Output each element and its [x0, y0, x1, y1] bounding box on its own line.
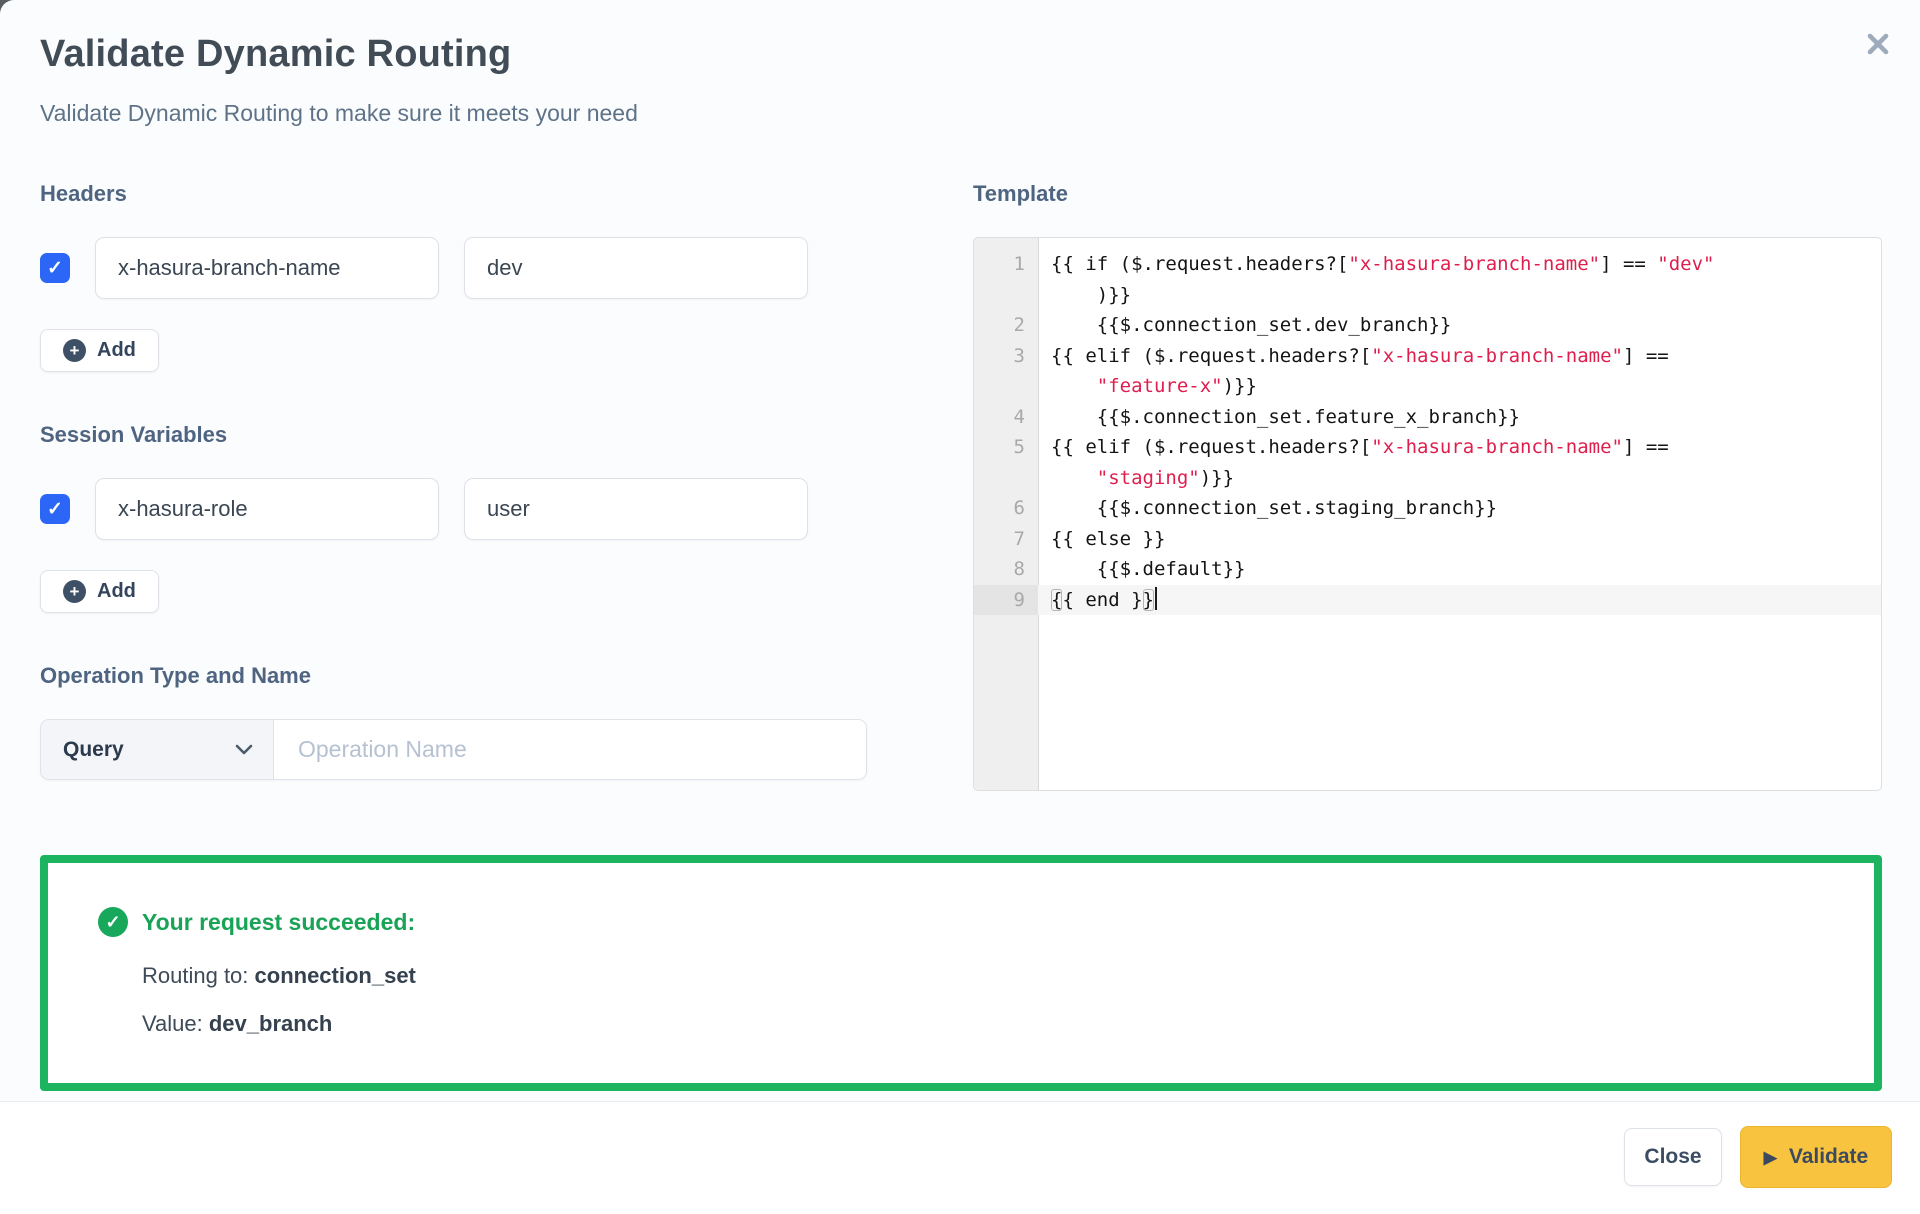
- line-number: [974, 371, 1038, 402]
- page-title: Validate Dynamic Routing: [40, 33, 512, 75]
- modal-subtitle: Validate Dynamic Routing to make sure it…: [40, 100, 638, 126]
- chevron-down-icon: [235, 744, 253, 755]
- operation-type-select[interactable]: Query: [41, 720, 274, 779]
- code-line: {{$.connection_set.staging_branch}}: [1051, 497, 1498, 519]
- validate-button[interactable]: ▶ Validate: [1740, 1126, 1892, 1188]
- routing-label: Routing to:: [142, 963, 255, 988]
- operation-section-label: Operation Type and Name: [40, 663, 311, 688]
- operation-type-value: Query: [63, 737, 124, 761]
- value-value: dev_branch: [208, 1011, 333, 1036]
- code-row: 8 {{$.default}}: [974, 554, 1881, 585]
- checkmark-icon: ✓: [47, 498, 63, 520]
- line-number: 9: [974, 584, 1038, 615]
- operation-name-input[interactable]: [274, 720, 866, 779]
- code-rows: 1 {{ if ($.request.headers?["x-hasura-bra…: [974, 249, 1881, 615]
- success-check-icon: ✓: [98, 907, 128, 937]
- code-line: "feature-x")}}: [1096, 375, 1257, 397]
- code-line: "staging")}}: [1096, 466, 1235, 489]
- line-number: [974, 280, 1038, 311]
- line-number: 1: [1013, 253, 1025, 275]
- operation-input-group: Query: [40, 719, 867, 780]
- inputs-column: Headers ✓ + Add Session Variables ✓: [40, 181, 867, 791]
- validation-result-box: ✓ Your request succeeded: Routing to: co…: [40, 855, 1882, 1091]
- code-row: 2 {{$.connection_set.dev_branch}}: [974, 310, 1881, 341]
- plus-icon: +: [63, 339, 86, 362]
- header-value-input[interactable]: [464, 237, 808, 299]
- add-session-variable-label: Add: [97, 580, 136, 602]
- plus-icon: +: [63, 580, 86, 603]
- text-cursor: [1154, 586, 1157, 610]
- line-number: [974, 463, 1038, 494]
- result-value-line: Value: dev_branch: [98, 1011, 1824, 1037]
- code-line: {{ else }}: [1051, 527, 1166, 550]
- session-variable-enabled-checkbox[interactable]: ✓: [40, 494, 70, 524]
- result-routing-line: Routing to: connection_set: [98, 963, 1824, 989]
- add-session-variable-button[interactable]: + Add: [40, 570, 159, 613]
- code-line: {{ end }}: [1038, 584, 1881, 615]
- code-row: 4 {{$.connection_set.feature_x_branch}}: [974, 402, 1881, 433]
- code-row: 5 {{ elif ($.request.headers?["x-hasura-b…: [974, 432, 1881, 463]
- modal-body: Validate Dynamic Routing Validate Dynami…: [40, 26, 1896, 1091]
- code-line: {{ if ($.request.headers?["x-hasura-bran…: [1051, 253, 1715, 275]
- line-number: 5: [1013, 436, 1025, 458]
- template-column: Template 1 {{ if ($.request.headers?["x-h…: [973, 181, 1882, 791]
- close-x-glyph: [1867, 33, 1889, 55]
- session-variables-section-label: Session Variables: [40, 422, 228, 447]
- code-row: 7 {{ else }}: [974, 524, 1881, 555]
- session-variable-row: ✓: [40, 478, 867, 540]
- code-row: 9{{ end }}: [974, 584, 1881, 615]
- code-row: 3 {{ elif ($.request.headers?["x-hasura-b…: [974, 341, 1881, 372]
- line-number: 6: [1013, 497, 1025, 519]
- value-label: Value:: [142, 1011, 209, 1036]
- line-number: 4: [1013, 405, 1025, 428]
- code-line: {{ elif ($.request.headers?["x-hasura-br…: [1051, 344, 1669, 367]
- session-variable-value-input[interactable]: [464, 478, 808, 540]
- checkmark-icon: ✓: [47, 257, 63, 279]
- line-number: 8: [1013, 558, 1025, 580]
- add-header-label: Add: [97, 339, 136, 361]
- routing-value: connection_set: [254, 963, 416, 988]
- line-number: 7: [1013, 527, 1025, 550]
- header-enabled-checkbox[interactable]: ✓: [40, 253, 70, 283]
- code-line: {{ elif ($.request.headers?["x-hasura-br…: [1051, 436, 1669, 458]
- result-title: Your request succeeded:: [142, 908, 416, 935]
- line-number: 3: [1013, 344, 1025, 367]
- template-code-editor[interactable]: 1 {{ if ($.request.headers?["x-hasura-bra…: [973, 237, 1882, 791]
- close-icon[interactable]: [1860, 26, 1896, 62]
- headers-section-label: Headers: [40, 181, 127, 206]
- code-row: 6 {{$.connection_set.staging_branch}}: [974, 493, 1881, 524]
- add-header-button[interactable]: + Add: [40, 329, 159, 372]
- modal-footer: Close ▶ Validate: [0, 1101, 1920, 1214]
- line-number: 2: [1013, 314, 1025, 336]
- code-row: "feature-x")}}: [974, 371, 1881, 402]
- code-row: "staging")}}: [974, 463, 1881, 494]
- validate-button-label: Validate: [1788, 1145, 1869, 1168]
- header-key-input[interactable]: [95, 237, 439, 299]
- play-icon: ▶: [1763, 1147, 1777, 1167]
- code-line: )}}: [1051, 283, 1132, 306]
- code-line: {{$.default}}: [1051, 558, 1246, 580]
- header-row: ✓: [40, 237, 867, 299]
- session-variable-key-input[interactable]: [95, 478, 439, 540]
- template-section-label: Template: [973, 181, 1068, 206]
- close-button[interactable]: Close: [1624, 1128, 1722, 1186]
- code-row: )}}: [974, 280, 1881, 311]
- modal-columns: Headers ✓ + Add Session Variables ✓: [40, 181, 1882, 791]
- code-line: {{$.connection_set.dev_branch}}: [1051, 314, 1452, 336]
- result-header: ✓ Your request succeeded:: [98, 907, 1824, 937]
- code-row: 1 {{ if ($.request.headers?["x-hasura-bra…: [974, 249, 1881, 280]
- code-line: {{$.connection_set.feature_x_branch}}: [1051, 405, 1520, 428]
